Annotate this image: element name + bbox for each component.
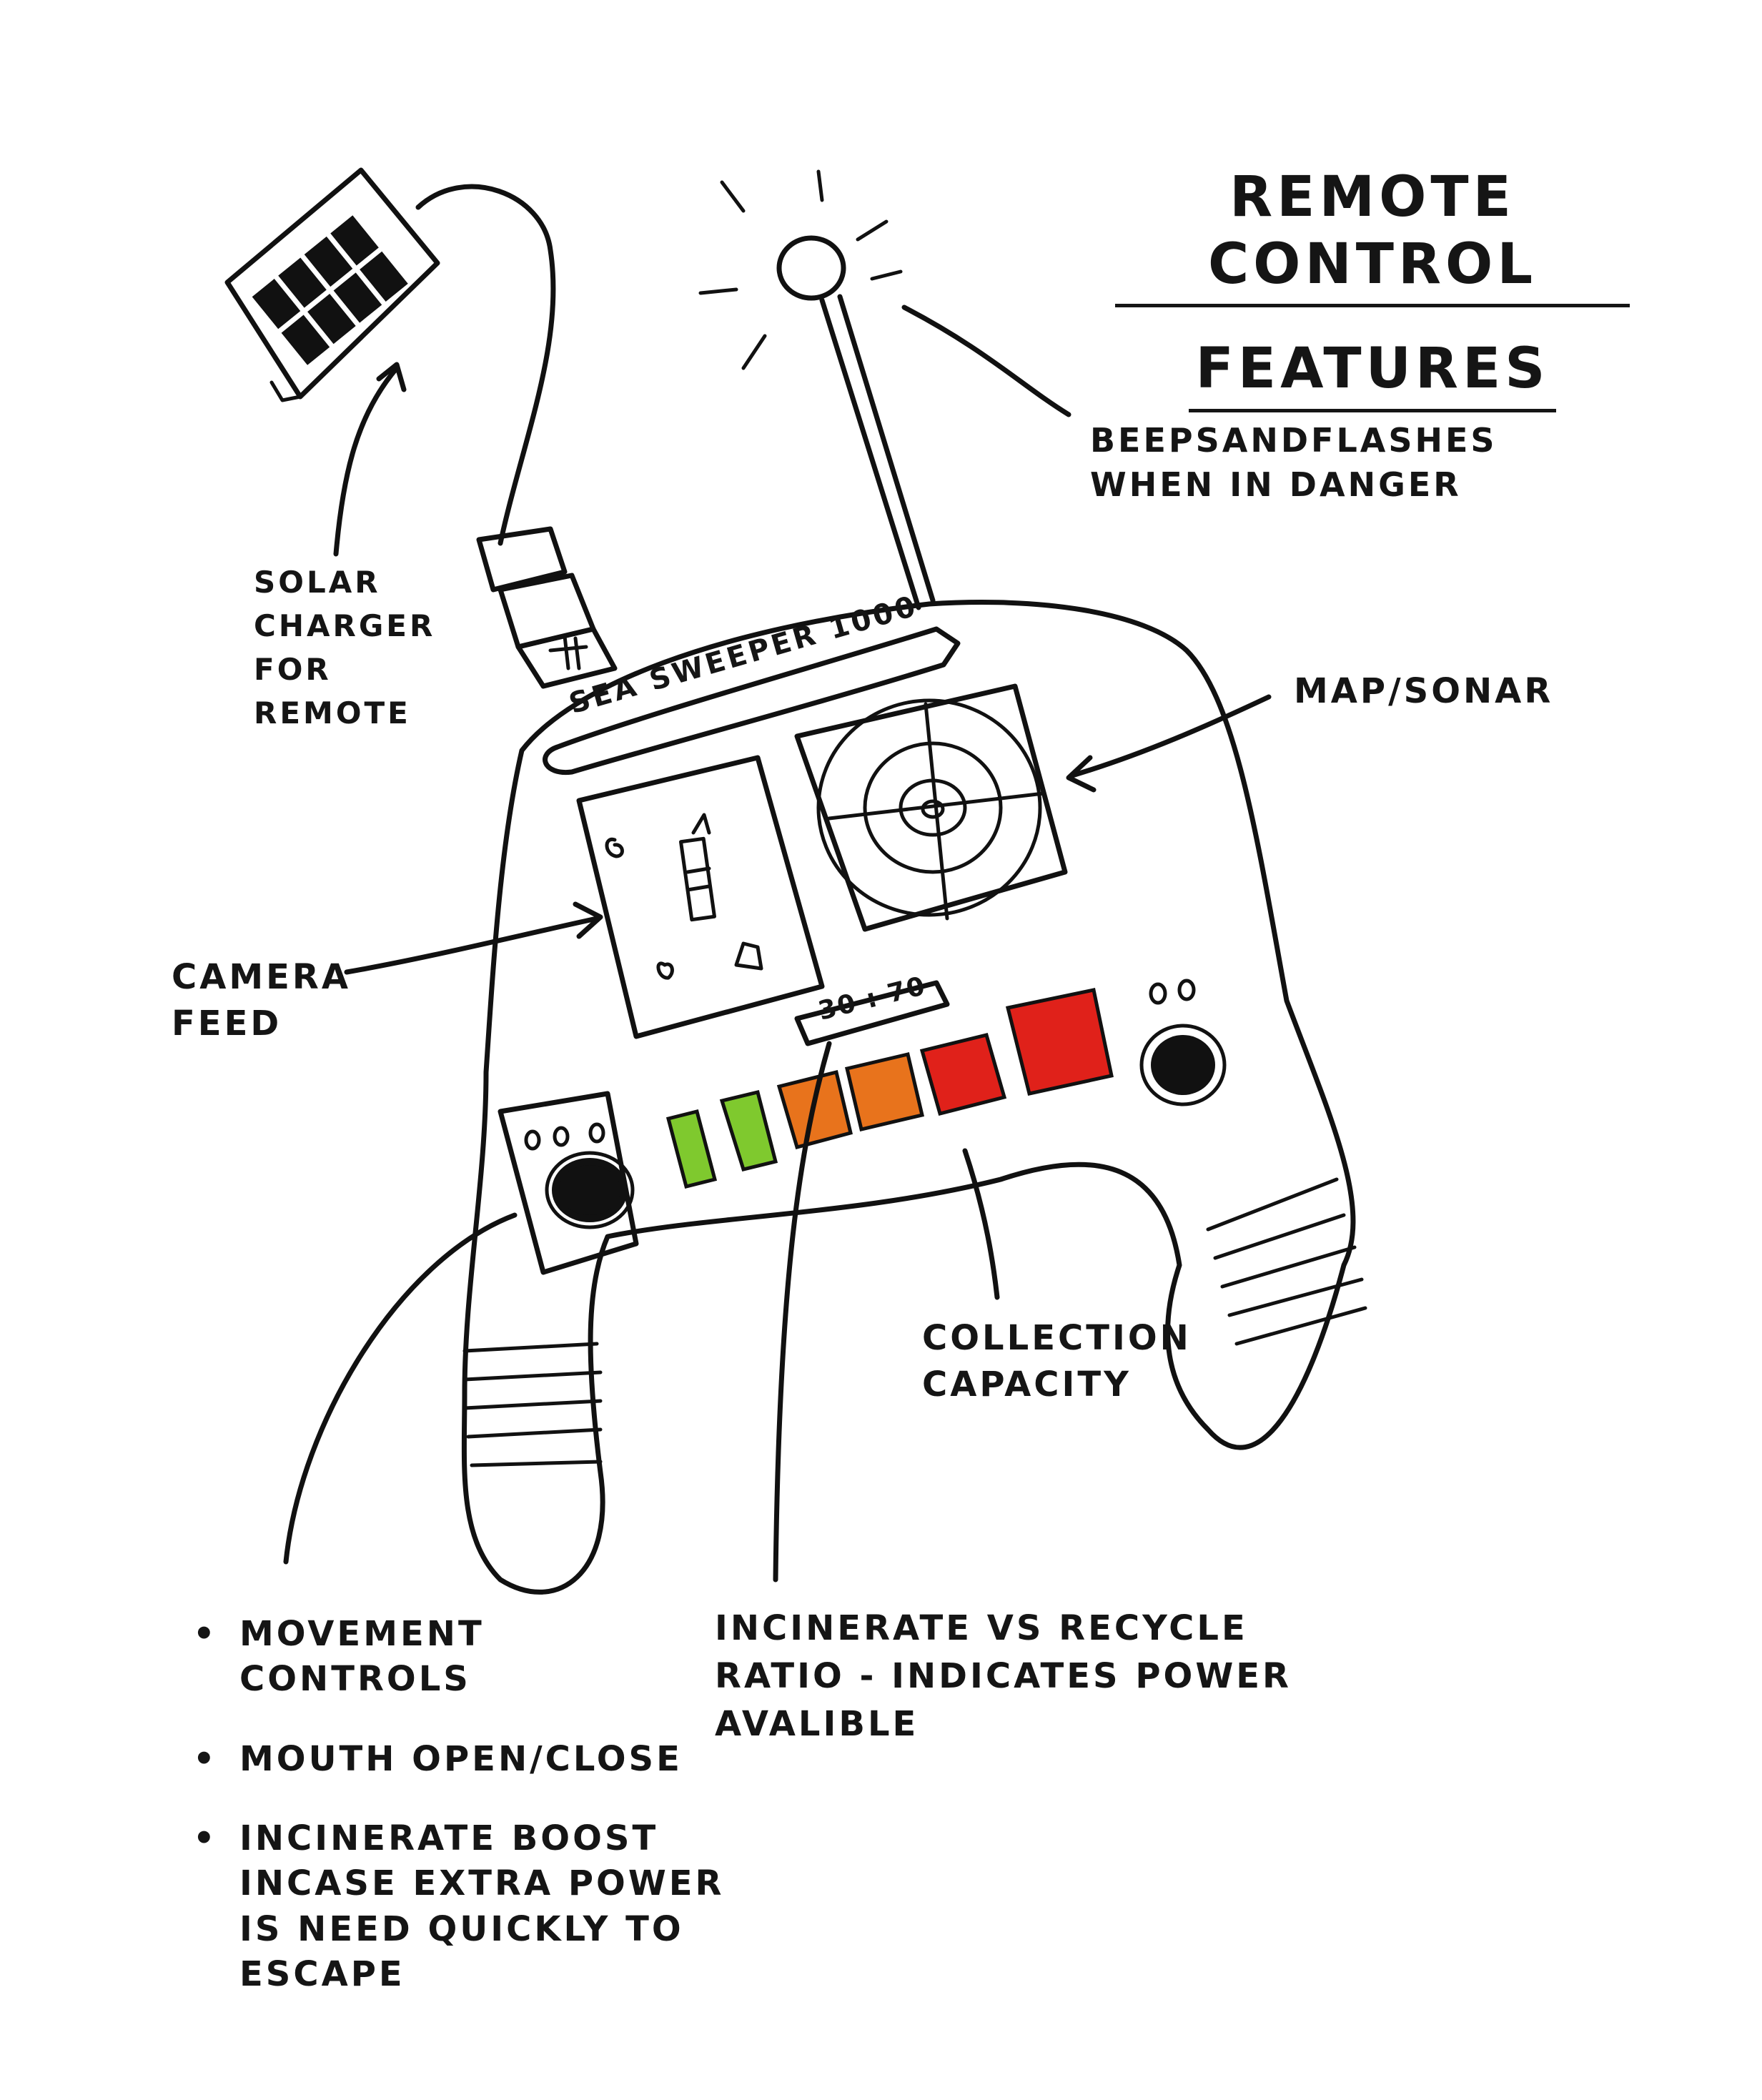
solar-annotation: SOLAR CHARGER FOR REMOTE — [254, 561, 435, 736]
ratio-annotation-line-1: INCINERATE VS RECYCLE — [715, 1608, 1248, 1648]
feature-item-movement-line-2: CONTROLS — [239, 1659, 471, 1700]
antenna-icon — [698, 169, 936, 610]
collection-capacity-annotation-line-2: CAPACITY — [922, 1364, 1132, 1405]
solar-annotation-line-4: REMOTE — [254, 695, 411, 730]
capacity-bar-5 — [919, 1033, 1007, 1116]
feature-item-boost-line-2: INCASE EXTRA POWER — [239, 1863, 725, 1904]
title-line-2: FEATURES — [1188, 336, 1557, 412]
ratio-annotation: INCINERATE VS RECYCLE RATIO - INDICATES … — [715, 1605, 1292, 1749]
feature-item-boost: INCINERATE BOOST INCASE EXTRA POWER IS N… — [193, 1816, 725, 1997]
camera-feed-annotation-line-1: CAMERA — [172, 957, 352, 997]
capacity-bar-4 — [844, 1051, 925, 1132]
feature-item-boost-line-4: ESCAPE — [239, 1954, 405, 1995]
solar-annotation-line-1: SOLAR — [254, 565, 381, 600]
feature-item-movement: MOVEMENT CONTROLS — [193, 1612, 725, 1703]
ratio-annotation-line-2: RATIO - INDICATES POWER — [715, 1656, 1292, 1697]
right-button-cluster — [1139, 979, 1227, 1106]
controller-body — [461, 600, 1356, 1595]
camera-feed-screen — [576, 755, 825, 1039]
page-title: REMOTE CONTROL FEATURES — [1115, 164, 1630, 412]
right-joystick-icon — [1151, 1035, 1215, 1095]
beeps-annotation-line-1: BEEPSANDFLASHES — [1090, 421, 1498, 460]
feature-item-mouth-line-1: MOUTH OPEN/CLOSE — [239, 1738, 683, 1779]
left-grip — [462, 1342, 603, 1467]
left-joystick-icon — [552, 1158, 628, 1222]
capacity-bar-2 — [719, 1089, 778, 1172]
right-grip — [1206, 1177, 1367, 1346]
beeps-annotation-line-2: WHEN IN DANGER — [1090, 465, 1462, 505]
solar-panel-icon — [224, 167, 440, 402]
capacity-bar-1 — [665, 1109, 718, 1189]
ratio-annotation-line-3: AVALIBLE — [715, 1704, 919, 1745]
collection-capacity-annotation-line-1: COLLECTION — [922, 1318, 1192, 1358]
ratio-display-frame — [794, 980, 950, 1046]
charger-cable — [415, 184, 556, 546]
feature-item-mouth: MOUTH OPEN/CLOSE — [193, 1737, 725, 1783]
feature-list: MOVEMENT CONTROLS MOUTH OPEN/CLOSE INCIN… — [193, 1612, 725, 2032]
left-button-cluster — [498, 1091, 639, 1275]
beeps-annotation: BEEPSANDFLASHES WHEN IN DANGER — [1090, 418, 1498, 507]
camera-feed-annotation-line-2: FEED — [172, 1003, 282, 1044]
title-line-1: REMOTE CONTROL — [1115, 164, 1630, 308]
collection-capacity-annotation: COLLECTION CAPACITY — [922, 1315, 1192, 1408]
camera-feed-annotation: CAMERA FEED — [172, 954, 351, 1047]
map-sonar-annotation: MAP/SONAR — [1294, 671, 1554, 711]
solar-annotation-line-2: CHARGER — [254, 608, 436, 643]
annotation-arrows — [283, 304, 1272, 1583]
capacity-bar-6 — [1005, 988, 1114, 1096]
solar-annotation-line-3: FOR — [254, 651, 332, 687]
charger-plug-icon — [476, 526, 618, 689]
capacity-bars — [665, 988, 1114, 1189]
sonar-screen — [794, 683, 1068, 932]
feature-item-movement-line-1: MOVEMENT — [239, 1614, 485, 1654]
feature-item-boost-line-3: IS NEED QUICKLY TO — [239, 1908, 684, 1949]
feature-item-boost-line-1: INCINERATE BOOST — [239, 1818, 659, 1859]
brand-label-pill — [543, 626, 961, 776]
